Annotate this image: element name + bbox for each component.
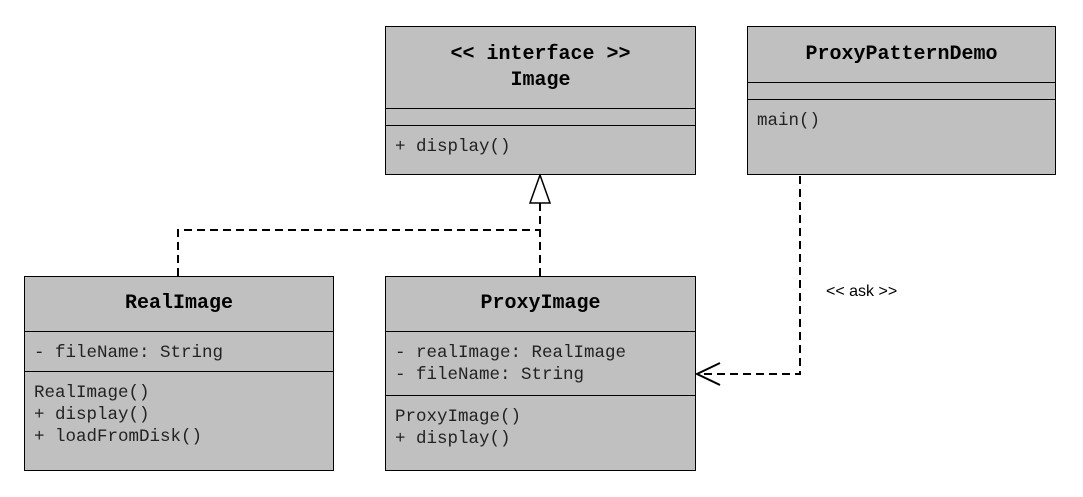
class-real-image[interactable]: RealImage - fileName: String RealImage()… bbox=[24, 276, 334, 471]
class-name: ProxyPatternDemo bbox=[805, 42, 998, 66]
realization-arrowhead bbox=[528, 172, 552, 204]
realization-line-real-image bbox=[177, 229, 540, 276]
realization-relation bbox=[177, 203, 541, 276]
class-header: ProxyImage bbox=[386, 277, 695, 332]
class-proxy-pattern-demo[interactable]: ProxyPatternDemo main() bbox=[747, 26, 1056, 175]
class-image[interactable]: << interface >> Image + display() bbox=[385, 26, 696, 175]
attributes-compartment: - realImage: RealImage - fileName: Strin… bbox=[386, 332, 695, 396]
class-name: Image bbox=[510, 68, 571, 92]
class-stereotype: << interface >> bbox=[450, 42, 631, 66]
class-header: ProxyPatternDemo bbox=[748, 27, 1055, 83]
operation: main() bbox=[757, 111, 821, 131]
operation: + loadFromDisk() bbox=[34, 427, 203, 447]
operation: RealImage() bbox=[34, 383, 150, 403]
dependency-arrowhead bbox=[694, 362, 721, 386]
attributes-compartment bbox=[386, 109, 695, 126]
class-header: RealImage bbox=[25, 277, 333, 332]
operation: + display() bbox=[395, 429, 511, 449]
class-name: ProxyImage bbox=[480, 292, 601, 315]
operation: + display() bbox=[34, 405, 150, 425]
operation: + display() bbox=[395, 137, 511, 157]
operations-compartment: + display() bbox=[386, 126, 695, 174]
dependency-label: << ask >> bbox=[826, 283, 898, 300]
dependency-line bbox=[698, 176, 801, 375]
class-name: RealImage bbox=[124, 292, 234, 315]
operations-compartment: main() bbox=[748, 100, 1055, 174]
class-proxy-image[interactable]: ProxyImage - realImage: RealImage - file… bbox=[385, 276, 696, 471]
operations-compartment: RealImage() + display() + loadFromDisk() bbox=[25, 372, 333, 470]
attribute: - realImage: RealImage bbox=[395, 343, 627, 363]
attribute: - fileName: String bbox=[34, 343, 224, 363]
attribute: - fileName: String bbox=[395, 365, 585, 385]
attributes-compartment: - fileName: String bbox=[25, 332, 333, 372]
operation: ProxyImage() bbox=[395, 407, 522, 427]
attributes-compartment bbox=[748, 83, 1055, 100]
class-header: << interface >> Image bbox=[386, 27, 695, 109]
operations-compartment: ProxyImage() + display() bbox=[386, 396, 695, 470]
